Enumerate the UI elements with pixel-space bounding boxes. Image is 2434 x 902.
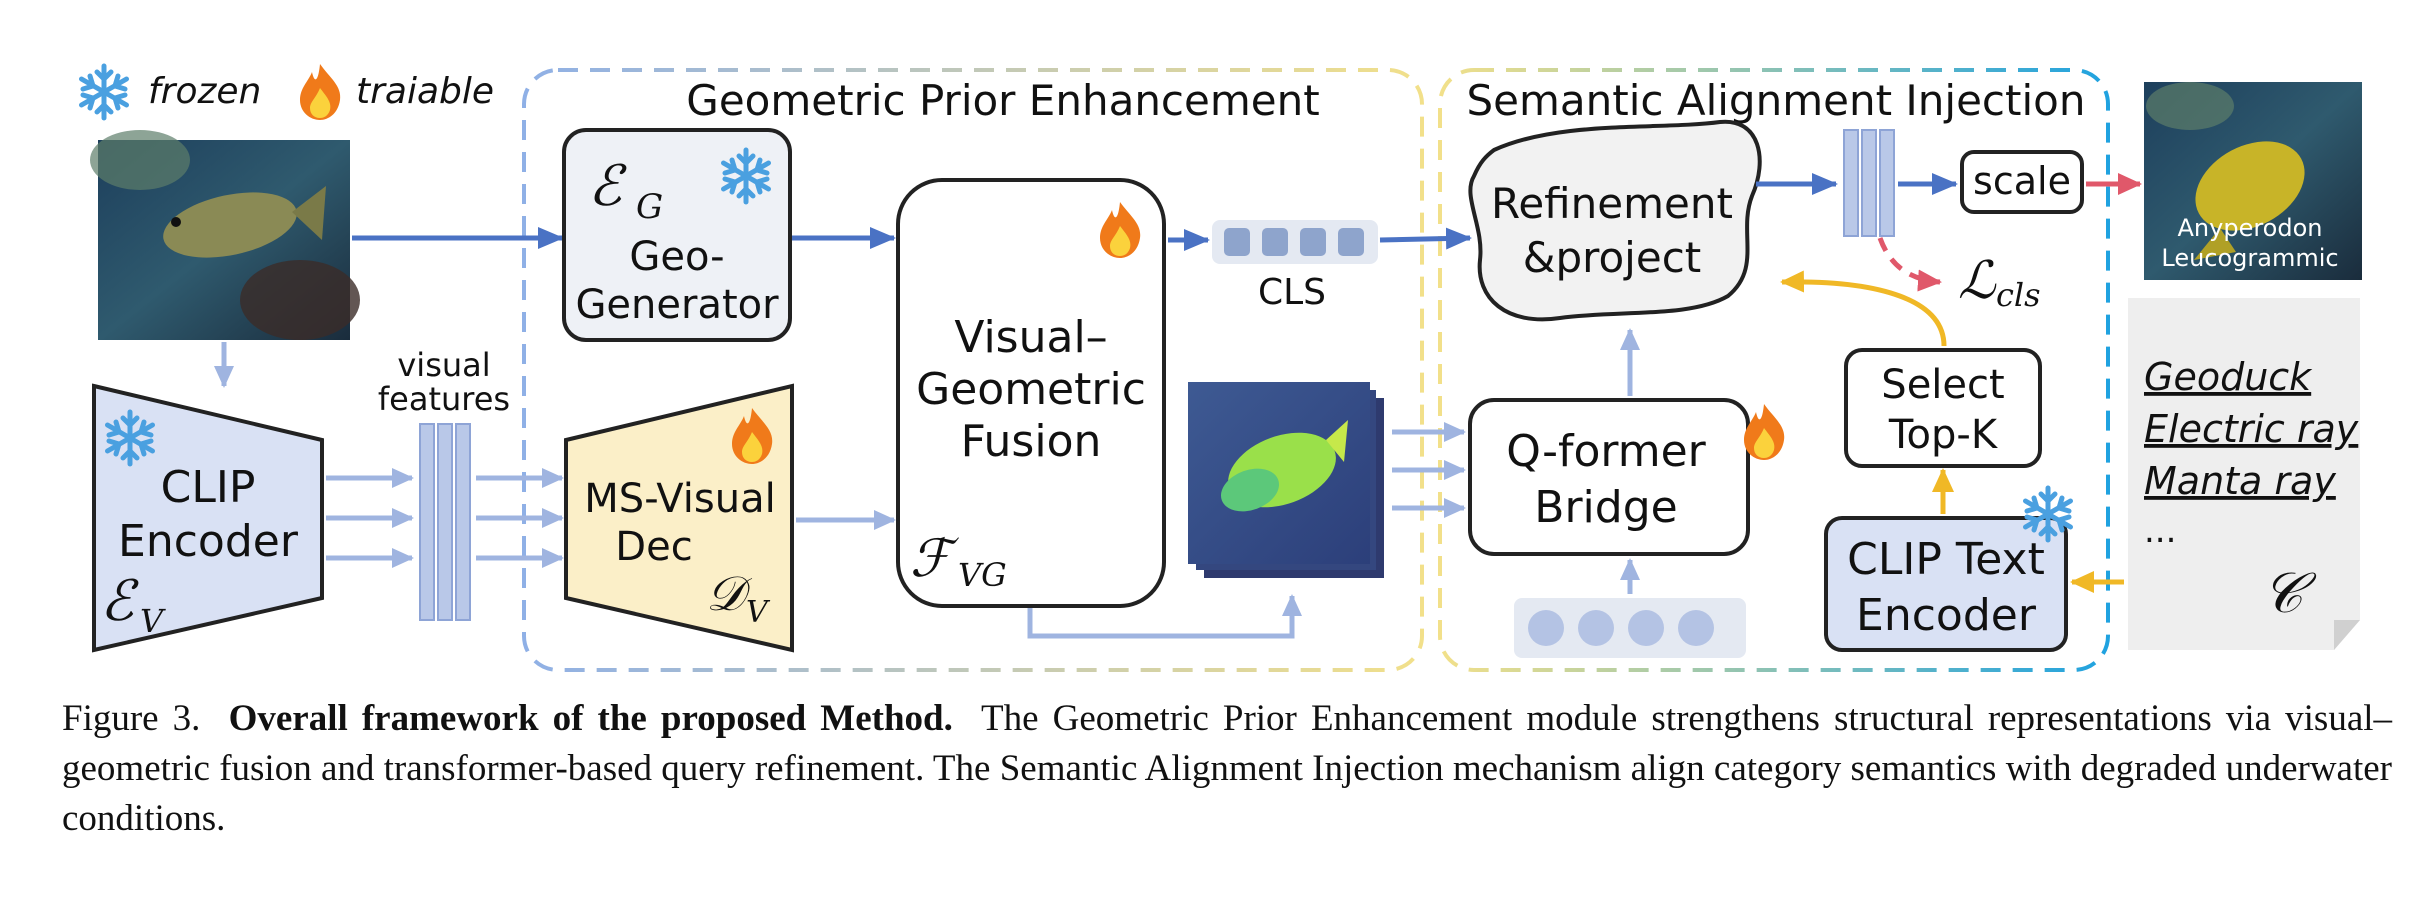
sai-title: Semantic Alignment Injection — [1467, 76, 2086, 125]
sai-title-bg — [1466, 80, 2086, 128]
arrow-features-to-loss — [1877, 237, 1942, 292]
text-encoder-label-2: Encoder — [1856, 590, 2037, 641]
sai-section-border — [1438, 68, 2110, 672]
qformer-label-1: Q-former — [1506, 426, 1706, 477]
clip-text-encoder-block: CLIP Text Encoder — [1824, 488, 2071, 652]
qformer-label-2: Bridge — [1534, 482, 1677, 533]
fusion-symbol: ℱ — [910, 529, 959, 589]
class-item-3: Manta ray — [2144, 459, 2336, 503]
fusion-block: Visual– Geometric Fusion ℱ VG — [896, 178, 1166, 608]
geo-symbol: ℰ — [588, 154, 627, 219]
clip-subscript: V — [140, 602, 166, 640]
ms-visual-decoder-block: MS-Visual Dec 𝒟 V — [564, 383, 794, 653]
refine-label-2: &project — [1523, 233, 1702, 282]
arrow-topk-to-refine — [1780, 270, 1947, 347]
cls-label: CLS — [1258, 272, 1326, 313]
ms-label-1: MS-Visual — [584, 476, 775, 522]
visual-features-stack — [419, 423, 471, 621]
query-tokens — [1514, 598, 1746, 658]
legend-frozen-label: frozen — [148, 71, 261, 112]
fusion-subscript: VG — [958, 556, 1007, 594]
geo-label-2: Generator — [575, 282, 779, 328]
caption-bold: Overall framework of the proposed Method… — [228, 698, 953, 739]
arrow-fusion-to-heatmap — [1027, 594, 1302, 639]
visual-features-label-1: visual — [397, 346, 490, 384]
class-list-document: Geoduck Electric ray Manta ray ... 𝒞 — [2128, 298, 2360, 650]
class-item-1: Geoduck — [2144, 355, 2313, 399]
fusion-label-2: Geometric — [916, 364, 1146, 415]
scale-label: scale — [1973, 159, 2071, 203]
loss-symbol: ℒ — [1958, 251, 1997, 311]
output-image: Anyperodon Leucogrammic — [2144, 82, 2362, 280]
arrows-features-to-decoder — [476, 468, 564, 568]
qformer-bridge-block: Q-former Bridge — [1468, 398, 1785, 556]
flame-icon — [1744, 404, 1785, 460]
figure-caption: Figure 3. Overall framework of the propo… — [62, 694, 2392, 844]
geo-generator-block: ℰ G Geo- Generator — [562, 128, 792, 342]
projected-features-stack — [1843, 129, 1895, 237]
ms-label-2: Dec — [615, 524, 692, 570]
clip-label-2: Encoder — [118, 516, 299, 567]
topk-label-2: Top-K — [1888, 412, 1999, 458]
fusion-label-1: Visual– — [954, 312, 1107, 363]
cls-token-stack — [1212, 220, 1378, 264]
clip-encoder-block: CLIP Encoder ℰ V — [92, 383, 324, 653]
output-label-1: Anyperodon — [2178, 214, 2323, 242]
gpe-title: Geometric Prior Enhancement — [686, 76, 1319, 125]
class-item-2: Electric ray — [2144, 407, 2359, 451]
fusion-label-3: Fusion — [961, 416, 1102, 467]
select-topk-block: Select Top-K — [1844, 348, 2042, 468]
output-label-2: Leucogrammic — [2161, 244, 2338, 272]
loss-subscript: cls — [1996, 276, 2041, 314]
clip-label-1: CLIP — [161, 462, 256, 513]
visual-features-label-2: features — [378, 380, 510, 418]
scale-block: scale — [1960, 150, 2084, 214]
caption-body: The Geometric Prior Enhancement module s… — [62, 698, 2393, 839]
text-encoder-label-1: CLIP Text — [1847, 534, 2045, 585]
geometric-heatmap — [1188, 382, 1384, 578]
flame-icon — [300, 64, 341, 120]
refine-label-1: Refinement — [1491, 179, 1733, 228]
arrows-clip-to-features — [326, 468, 414, 568]
caption-prefix: Figure 3. — [62, 698, 201, 739]
input-image — [90, 130, 360, 340]
refinement-project-block: Refinement &project — [1468, 119, 1762, 322]
clip-symbol: ℰ — [100, 569, 139, 634]
legend-trainable-label: traiable — [356, 71, 494, 112]
arrow-cls-to-refine — [1379, 227, 1472, 250]
snowflake-icon — [82, 66, 127, 118]
ms-subscript: V — [746, 595, 771, 630]
arrows-heatmap-to-qformer — [1392, 422, 1466, 518]
gpe-title-bg — [680, 80, 1320, 128]
class-item-ellipsis: ... — [2144, 511, 2176, 551]
topk-label-1: Select — [1881, 362, 2004, 408]
framework-diagram: frozen traiable Geometric Prior Enhancem… — [0, 0, 2362, 672]
geo-label-1: Geo- — [629, 234, 724, 280]
geo-subscript: G — [636, 187, 663, 227]
